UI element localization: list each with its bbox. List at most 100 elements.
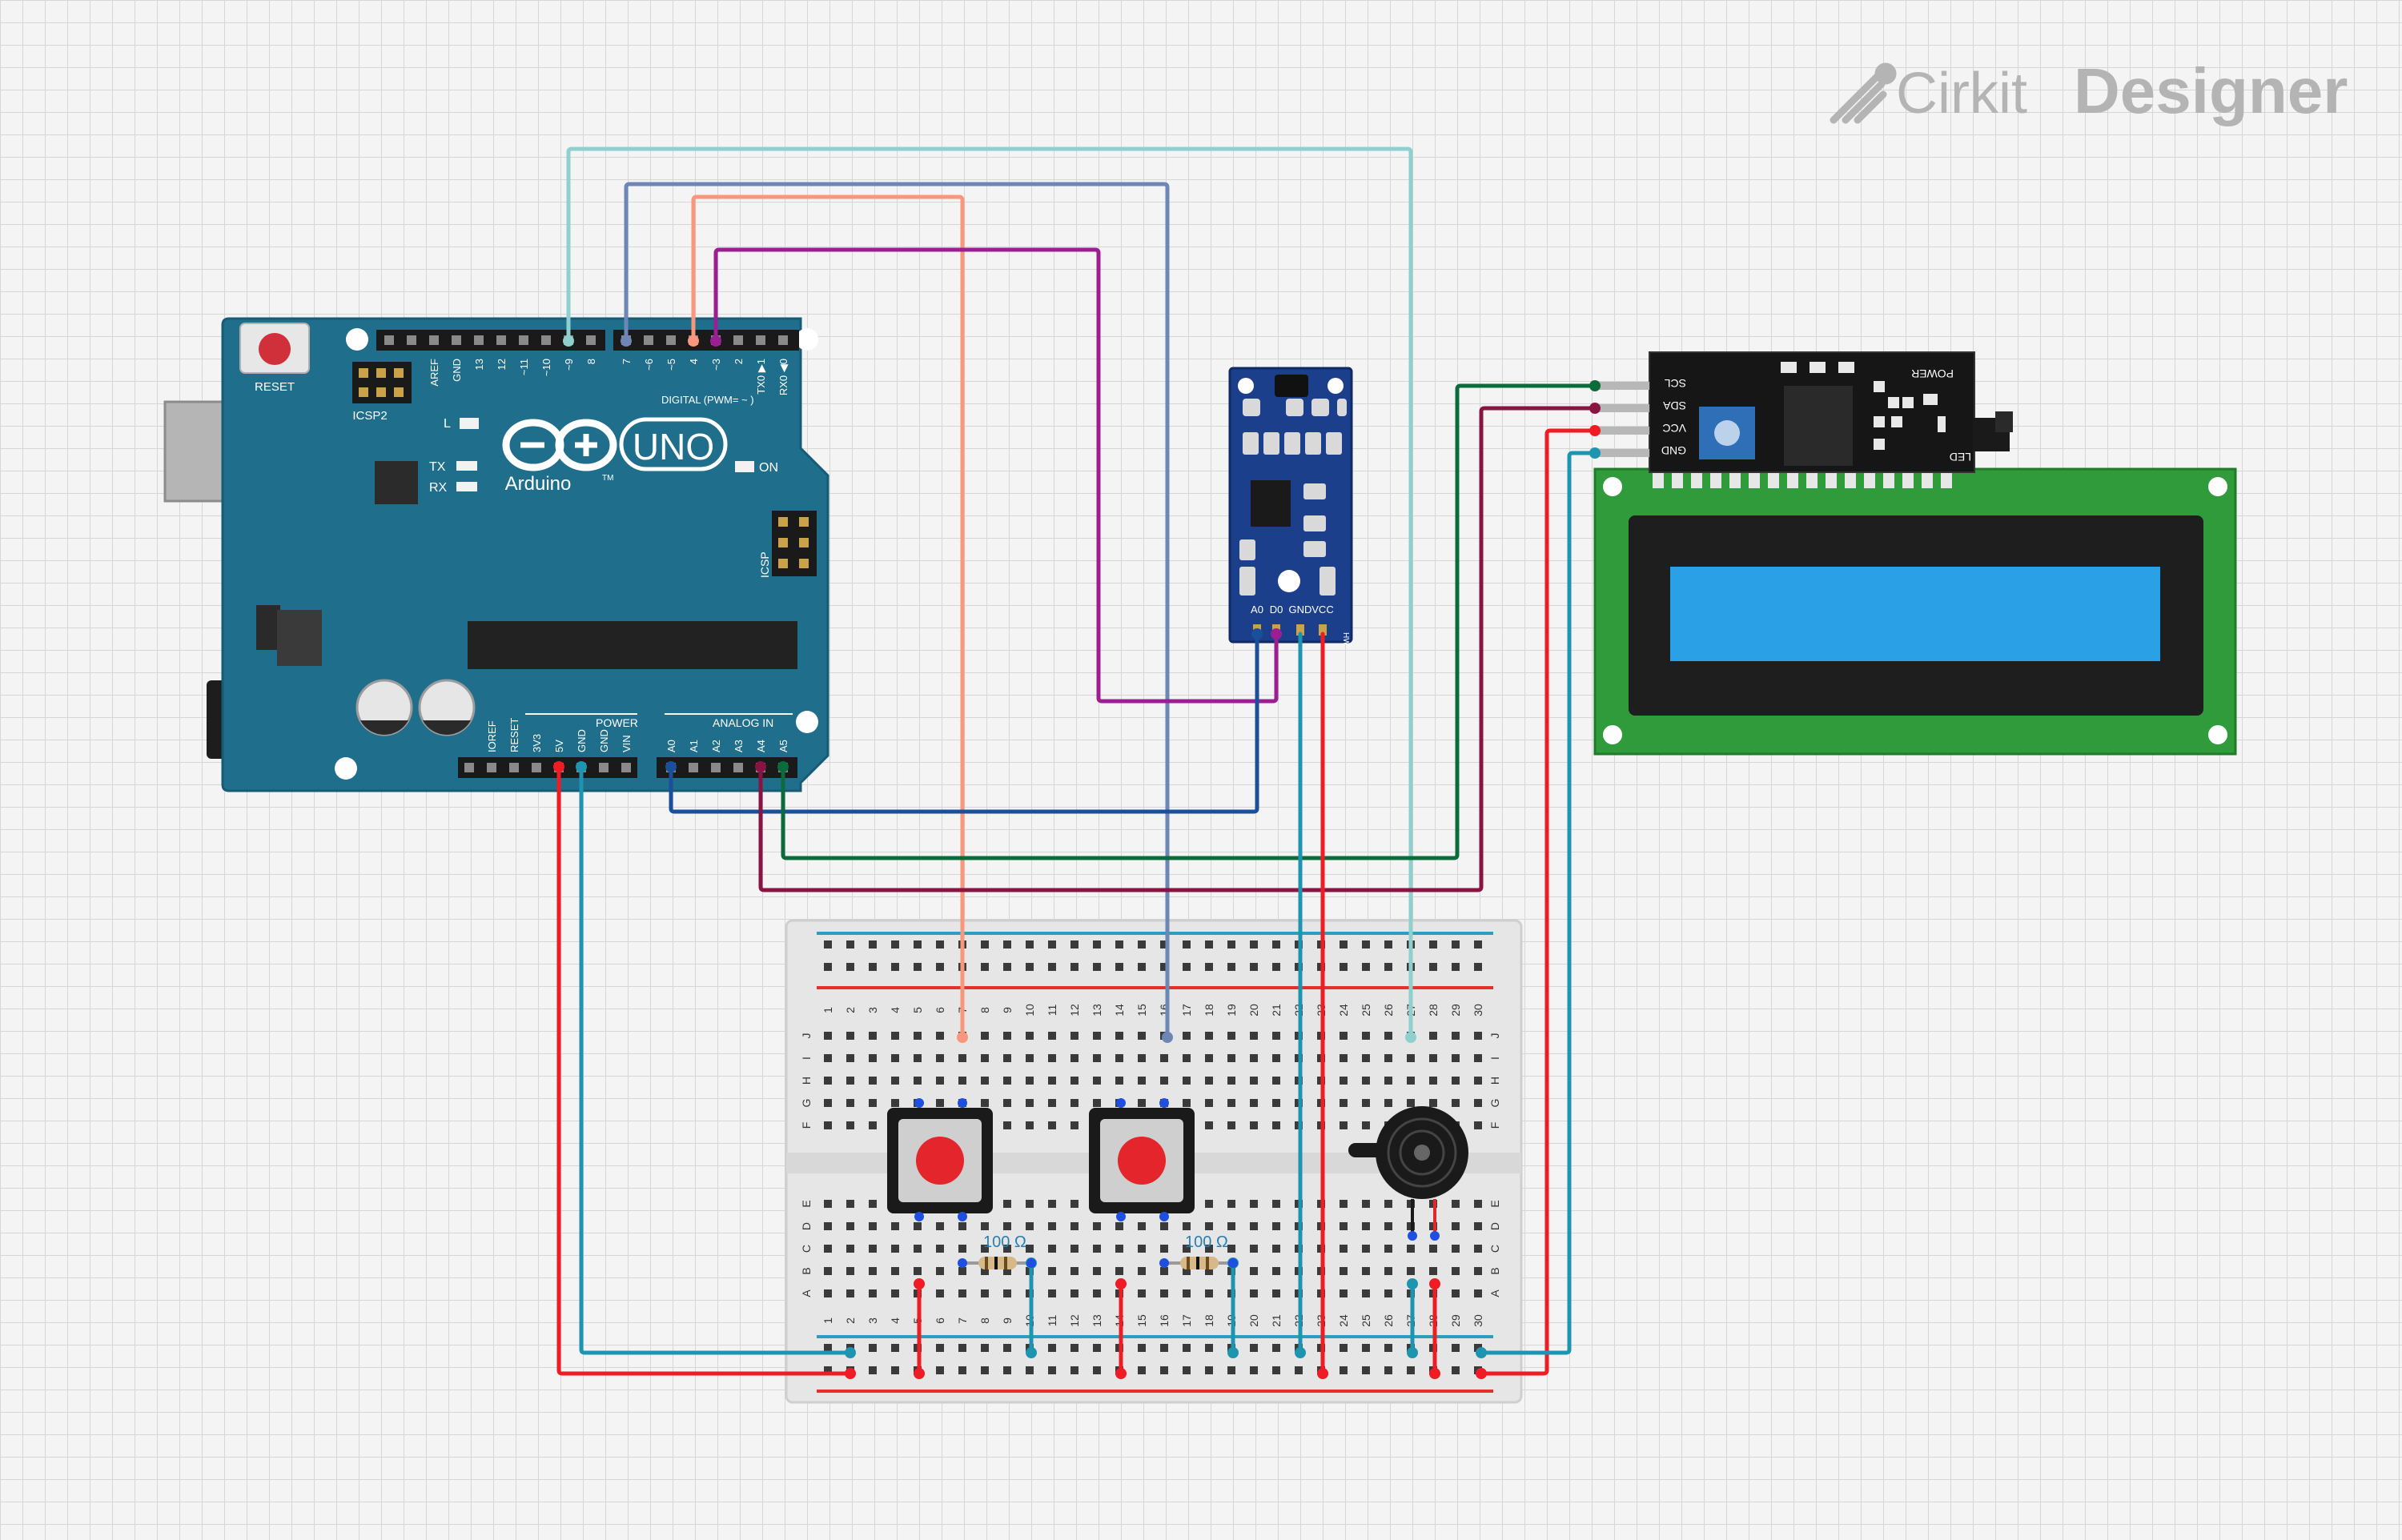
- breadboard-hole[interactable]: [1093, 940, 1101, 948]
- breadboard-hole[interactable]: [869, 1267, 877, 1275]
- breadboard-hole[interactable]: [1452, 1054, 1460, 1062]
- breadboard-hole[interactable]: [1474, 1245, 1482, 1253]
- breadboard-hole[interactable]: [914, 1077, 922, 1085]
- breadboard-hole[interactable]: [846, 963, 854, 971]
- breadboard-hole[interactable]: [1474, 1099, 1482, 1107]
- breadboard-hole[interactable]: [824, 1366, 832, 1374]
- breadboard-hole[interactable]: [1384, 1032, 1392, 1040]
- breadboard-hole[interactable]: [1138, 1099, 1146, 1107]
- breadboard-hole[interactable]: [958, 1222, 966, 1230]
- breadboard-hole[interactable]: [1070, 1366, 1078, 1374]
- breadboard-hole[interactable]: [1452, 963, 1460, 971]
- wire-endpoint[interactable]: [553, 761, 564, 772]
- breadboard-hole[interactable]: [1026, 1121, 1034, 1129]
- breadboard-hole[interactable]: [1070, 1077, 1078, 1085]
- breadboard-hole[interactable]: [1070, 1054, 1078, 1062]
- breadboard-hole[interactable]: [891, 1366, 899, 1374]
- breadboard-hole[interactable]: [1160, 1077, 1168, 1085]
- breadboard-hole[interactable]: [958, 1077, 966, 1085]
- breadboard-hole[interactable]: [1474, 1121, 1482, 1129]
- breadboard-hole[interactable]: [1115, 963, 1123, 971]
- breadboard-hole[interactable]: [1250, 1245, 1258, 1253]
- breadboard-hole[interactable]: [891, 1222, 899, 1230]
- breadboard-hole[interactable]: [1295, 1366, 1303, 1374]
- breadboard-hole[interactable]: [1093, 1032, 1101, 1040]
- breadboard-hole[interactable]: [1183, 1245, 1191, 1253]
- arduino-uno[interactable]: RESET ICSP2 ICSP UNO Arduino TM L: [163, 317, 829, 792]
- power-pin-hole[interactable]: [509, 763, 519, 772]
- breadboard-hole[interactable]: [936, 1366, 944, 1374]
- breadboard-hole[interactable]: [1429, 963, 1437, 971]
- breadboard-hole[interactable]: [1115, 1032, 1123, 1040]
- breadboard-hole[interactable]: [1272, 1121, 1280, 1129]
- breadboard-hole[interactable]: [824, 1245, 832, 1253]
- wire-i2c-vcc-to-rail[interactable]: [1479, 428, 1597, 1376]
- breadboard-hole[interactable]: [891, 1267, 899, 1275]
- breadboard-hole[interactable]: [936, 1099, 944, 1107]
- breadboard-hole[interactable]: [914, 1032, 922, 1040]
- breadboard-hole[interactable]: [1205, 1222, 1213, 1230]
- breadboard-hole[interactable]: [1340, 1032, 1348, 1040]
- breadboard-hole[interactable]: [936, 963, 944, 971]
- breadboard-hole[interactable]: [891, 1032, 899, 1040]
- digital-pin-hole[interactable]: [474, 335, 484, 345]
- breadboard-hole[interactable]: [1452, 1222, 1460, 1230]
- wire-endpoint[interactable]: [1589, 447, 1601, 459]
- digital-pin-hole[interactable]: [756, 335, 765, 345]
- breadboard-hole[interactable]: [1429, 1245, 1437, 1253]
- breadboard-hole[interactable]: [1227, 1200, 1235, 1208]
- breadboard-hole[interactable]: [1452, 1289, 1460, 1297]
- breadboard-hole[interactable]: [1026, 963, 1034, 971]
- breadboard-hole[interactable]: [869, 1121, 877, 1129]
- breadboard-hole[interactable]: [1452, 1245, 1460, 1253]
- breadboard-hole[interactable]: [1227, 1032, 1235, 1040]
- breadboard-hole[interactable]: [958, 1366, 966, 1374]
- breadboard-hole[interactable]: [1138, 1077, 1146, 1085]
- breadboard-hole[interactable]: [1003, 1245, 1011, 1253]
- breadboard-hole[interactable]: [1093, 1267, 1101, 1275]
- digital-pin-hole[interactable]: [407, 335, 416, 345]
- wire-endpoint[interactable]: [1271, 628, 1282, 640]
- breadboard-hole[interactable]: [981, 1099, 989, 1107]
- breadboard-hole[interactable]: [1160, 1267, 1168, 1275]
- breadboard-hole[interactable]: [1003, 1222, 1011, 1230]
- breadboard-hole[interactable]: [1160, 940, 1168, 948]
- breadboard-hole[interactable]: [1026, 1077, 1034, 1085]
- breadboard-hole[interactable]: [1452, 1200, 1460, 1208]
- breadboard-hole[interactable]: [981, 940, 989, 948]
- breadboard-hole[interactable]: [958, 1267, 966, 1275]
- breadboard-hole[interactable]: [869, 1077, 877, 1085]
- breadboard-hole[interactable]: [1272, 1099, 1280, 1107]
- breadboard-hole[interactable]: [1227, 940, 1235, 948]
- breadboard-hole[interactable]: [891, 1289, 899, 1297]
- breadboard-hole[interactable]: [1340, 1366, 1348, 1374]
- wire-a4-to-i2c-sda[interactable]: [758, 406, 1597, 892]
- breadboard-hole[interactable]: [1250, 1077, 1258, 1085]
- breadboard-hole[interactable]: [1003, 1200, 1011, 1208]
- breadboard-hole[interactable]: [981, 1344, 989, 1352]
- power-pin-hole[interactable]: [621, 763, 631, 772]
- breadboard-hole[interactable]: [1205, 1121, 1213, 1129]
- breadboard-hole[interactable]: [1003, 1121, 1011, 1129]
- breadboard-hole[interactable]: [936, 1344, 944, 1352]
- breadboard-hole[interactable]: [1362, 1289, 1370, 1297]
- breadboard-hole[interactable]: [824, 1267, 832, 1275]
- wire-pin3-to-sensor-d0[interactable]: [713, 247, 1279, 704]
- breadboard-hole[interactable]: [1003, 1032, 1011, 1040]
- wire-pin9-to-bb27[interactable]: [566, 146, 1413, 1040]
- resistor-1[interactable]: [962, 1257, 1033, 1269]
- breadboard-hole[interactable]: [869, 940, 877, 948]
- breadboard-hole[interactable]: [846, 1222, 854, 1230]
- breadboard-hole[interactable]: [1070, 1200, 1078, 1208]
- breadboard-hole[interactable]: [958, 1289, 966, 1297]
- breadboard-hole[interactable]: [891, 963, 899, 971]
- breadboard-hole[interactable]: [981, 1077, 989, 1085]
- breadboard-hole[interactable]: [1003, 1099, 1011, 1107]
- breadboard-hole[interactable]: [824, 1054, 832, 1062]
- breadboard-hole[interactable]: [1160, 1366, 1168, 1374]
- breadboard-hole[interactable]: [1384, 963, 1392, 971]
- breadboard-hole[interactable]: [1070, 1245, 1078, 1253]
- breadboard-hole[interactable]: [1362, 1121, 1370, 1129]
- wire-endpoint[interactable]: [845, 1368, 856, 1379]
- breadboard-hole[interactable]: [846, 940, 854, 948]
